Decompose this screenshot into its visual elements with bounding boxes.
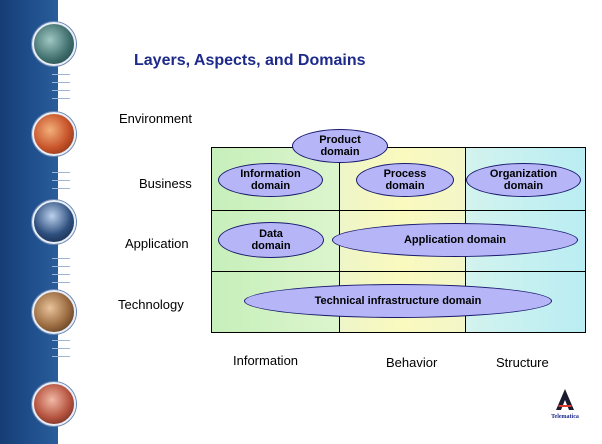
column-label-behavior: Behavior	[386, 355, 438, 370]
sidebar-tick	[52, 180, 70, 181]
row-label-technology: Technology	[118, 297, 184, 312]
row-label-application: Application	[125, 236, 189, 251]
sidebar-tick	[52, 274, 70, 275]
telematica-logo: Telematica	[540, 388, 590, 430]
column-label-information: Information	[233, 353, 299, 368]
logo-text: Telematica	[551, 414, 579, 420]
telematica-logo-icon	[556, 389, 574, 410]
grid-line	[211, 210, 586, 211]
grid-line	[211, 271, 586, 272]
row-label-business: Business	[139, 176, 192, 191]
sidebar-tick	[52, 90, 70, 91]
sidebar-tick	[52, 74, 70, 75]
medallion-cables-icon	[32, 22, 76, 66]
technical-infrastructure-domain[interactable]: Technical infrastructure domain	[244, 284, 552, 318]
grid-border	[211, 147, 586, 333]
sidebar-tick	[52, 258, 70, 259]
sidebar-tick	[52, 282, 70, 283]
row-label-environment: Environment	[119, 111, 192, 126]
sidebar-tick	[52, 188, 70, 189]
sidebar-tick	[52, 356, 70, 357]
medallion-satellite-icon	[32, 200, 76, 244]
sidebar-tick	[52, 266, 70, 267]
column-label-structure: Structure	[496, 355, 549, 370]
sidebar-tick	[52, 98, 70, 99]
sidebar-tick	[52, 82, 70, 83]
application-domain[interactable]: Application domain	[332, 223, 578, 257]
slide-title: Layers, Aspects, and Domains	[134, 52, 366, 69]
sidebar-tick	[52, 340, 70, 341]
medallion-climber-icon	[32, 382, 76, 426]
sidebar-tick	[52, 172, 70, 173]
sidebar-tick	[52, 348, 70, 349]
medallion-worker-icon	[32, 290, 76, 334]
medallion-office-icon	[32, 112, 76, 156]
